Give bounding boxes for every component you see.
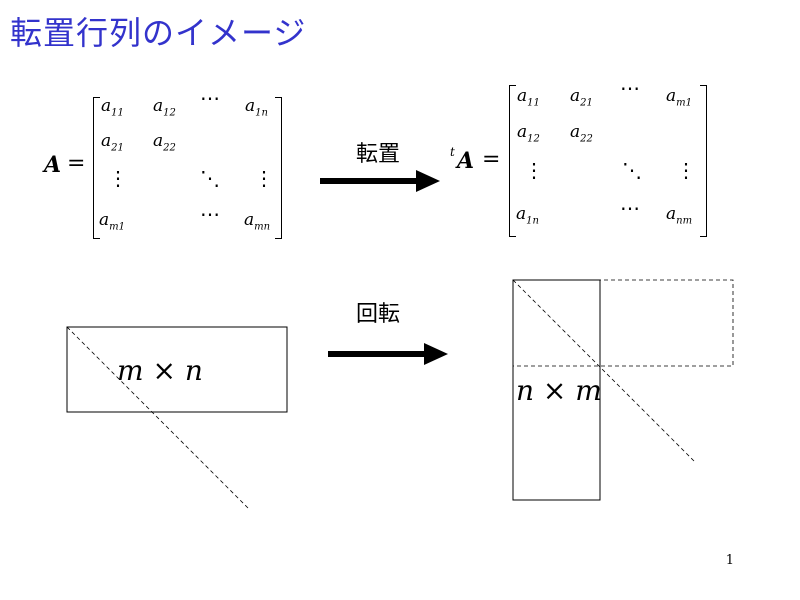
matrix-ta-symbol: A (457, 148, 475, 174)
matrix-ta-vdots-right: ⋮ (676, 158, 696, 182)
matrix-ta-cell-21: a21 (570, 86, 593, 109)
matrix-a-symbol: A (44, 152, 62, 178)
rect-original-dashed (512, 279, 734, 367)
matrix-ta-cell-m1: am1 (666, 86, 692, 109)
matrix-ta-vdots-left: ⋮ (524, 158, 544, 182)
matrix-a-cell-22: a22 (153, 131, 176, 154)
transpose-label: 転置 (356, 142, 401, 167)
matrix-ta-cell-1n: a1n (516, 204, 539, 227)
matrix-a-ddots: ⋱ (200, 166, 220, 190)
matrix-a-cell-mn: amn (244, 210, 271, 233)
slide-title: 転置行列のイメージ (10, 14, 307, 52)
matrix-a-cell-1n: a1n (245, 96, 268, 119)
matrix-ta-transpose-mark: t (450, 145, 455, 159)
matrix-a-vdots-right: ⋮ (254, 166, 274, 190)
matrix-ta-ddots: ⋱ (622, 158, 642, 182)
matrix-a-cell-12: a12 (153, 96, 176, 119)
right-dimension-label: n × m (516, 374, 602, 407)
matrix-a-left-bracket (93, 97, 100, 239)
matrix-ta-left-bracket (509, 85, 516, 237)
right-diagonal-line (512, 279, 695, 462)
matrix-a-cell-11: a11 (101, 96, 124, 119)
rotate-label: 回転 (356, 302, 401, 327)
matrix-ta-hdots-top: ⋯ (620, 76, 640, 100)
left-diagonal-line (66, 326, 249, 509)
matrix-ta-cell-nm: anm (666, 204, 693, 227)
transpose-arrow (320, 170, 440, 192)
matrix-ta-cell-12: a12 (517, 122, 540, 145)
rotate-arrow (328, 343, 448, 365)
page-number: 1 (725, 553, 734, 568)
rect-n-by-m (512, 279, 601, 501)
matrix-a-cell-m1: am1 (99, 210, 125, 233)
matrix-ta-cell-11: a11 (517, 86, 540, 109)
matrix-a-hdots-bottom: ⋯ (200, 202, 220, 226)
matrix-ta-equals: = (482, 147, 501, 172)
matrix-a-vdots-left: ⋮ (108, 166, 128, 190)
left-dimension-label: m × n (117, 354, 203, 387)
matrix-ta-cell-22: a22 (570, 122, 593, 145)
rect-m-by-n (66, 326, 288, 413)
matrix-a-right-bracket (275, 97, 282, 239)
matrix-a-equals: = (67, 151, 86, 176)
matrix-ta-right-bracket (700, 85, 707, 237)
matrix-a-cell-21: a21 (101, 131, 124, 154)
matrix-a-hdots-top: ⋯ (200, 86, 220, 110)
matrix-ta-hdots-bottom: ⋯ (620, 196, 640, 220)
